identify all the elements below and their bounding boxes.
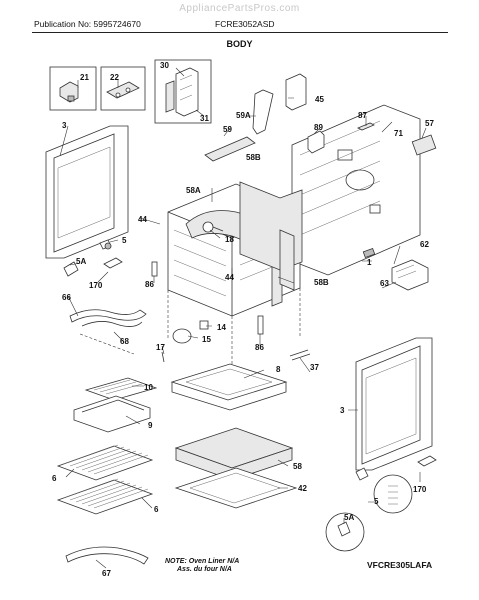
part-17-wire[interactable] — [161, 351, 165, 363]
part-box-21[interactable] — [49, 66, 97, 111]
header-rule — [32, 32, 448, 33]
part-57-label[interactable] — [411, 134, 437, 156]
callout-3-top[interactable]: 3 — [62, 121, 67, 130]
part-14-15-oven-light[interactable] — [172, 320, 209, 344]
callout-87[interactable]: 87 — [358, 111, 367, 120]
callout-86-left[interactable]: 86 — [145, 280, 154, 289]
callout-22[interactable]: 22 — [110, 73, 119, 82]
diagram-code: VFCRE305LAFA — [367, 560, 433, 570]
callout-30[interactable]: 30 — [160, 61, 169, 70]
callout-37[interactable]: 37 — [310, 363, 319, 372]
callout-86-right[interactable]: 86 — [255, 343, 264, 352]
part-6-oven-rack-upper[interactable] — [56, 444, 154, 481]
callout-68[interactable]: 68 — [120, 337, 129, 346]
part-8-storage-drawer-tray[interactable] — [170, 363, 288, 411]
leader-lines — [59, 67, 427, 569]
callout-5-bottom[interactable]: 5 — [374, 497, 379, 506]
callout-66[interactable]: 66 — [62, 293, 71, 302]
callout-5A-bottom[interactable]: 5A — [344, 513, 354, 522]
callout-58B-top[interactable]: 58B — [246, 153, 261, 162]
publication-number: Publication No: 5995724670 — [34, 19, 141, 29]
part-6-oven-rack-lower[interactable] — [56, 478, 154, 515]
part-89-bracket[interactable] — [307, 130, 325, 154]
callout-62[interactable]: 62 — [420, 240, 429, 249]
callout-17[interactable]: 17 — [156, 343, 165, 352]
callout-3-right[interactable]: 3 — [340, 406, 345, 415]
part-86-left[interactable] — [151, 261, 158, 277]
callout-21[interactable]: 21 — [80, 73, 89, 82]
callout-9[interactable]: 9 — [148, 421, 153, 430]
part-42-oven-bottom[interactable] — [174, 467, 298, 509]
model-number: FCRE3052ASD — [215, 19, 275, 29]
callout-31[interactable]: 31 — [200, 114, 209, 123]
callout-5-top[interactable]: 5 — [122, 236, 127, 245]
callout-58[interactable]: 58 — [293, 462, 302, 471]
callout-170-top[interactable]: 170 — [89, 281, 103, 290]
part-59A-spacer[interactable] — [252, 89, 274, 135]
part-box-22[interactable] — [100, 66, 146, 111]
part-71-rear-panel[interactable] — [291, 104, 421, 276]
callout-59A[interactable]: 59A — [236, 111, 251, 120]
part-66-bake-element[interactable] — [69, 309, 147, 355]
part-5A-170-hinge-top[interactable] — [63, 257, 123, 277]
watermark: AppliancePartsPros.com — [179, 3, 300, 14]
callout-6-lower[interactable]: 6 — [154, 505, 159, 514]
callout-10[interactable]: 10 — [144, 383, 153, 392]
callout-1[interactable]: 1 — [367, 258, 372, 267]
callout-18[interactable]: 18 — [225, 235, 234, 244]
callout-63[interactable]: 63 — [380, 279, 389, 288]
part-59-trim[interactable] — [204, 136, 256, 162]
callout-71[interactable]: 71 — [394, 129, 403, 138]
part-67-broil-element[interactable] — [65, 546, 149, 565]
part-3-door-top[interactable] — [45, 125, 129, 259]
callout-42[interactable]: 42 — [298, 484, 307, 493]
part-62-terminal-block[interactable] — [362, 247, 429, 291]
part-box-30-31[interactable] — [154, 59, 212, 124]
part-58B-insulation-side[interactable] — [279, 229, 295, 291]
part-5-5A-hinge-bottom[interactable] — [325, 455, 437, 552]
section-title: BODY — [226, 39, 253, 49]
callout-45[interactable]: 45 — [315, 95, 324, 104]
part-3-door-right[interactable] — [355, 337, 433, 471]
part-86-right[interactable] — [257, 315, 264, 335]
part-18-oven-sensor[interactable] — [202, 221, 224, 233]
part-37-wire[interactable] — [289, 349, 311, 361]
callout-44-center[interactable]: 44 — [225, 273, 234, 282]
part-9-broiler-pan[interactable] — [73, 395, 151, 433]
note-oven-liner: NOTE: Oven Liner N/A — [165, 558, 240, 565]
callout-8[interactable]: 8 — [276, 365, 281, 374]
callout-58A[interactable]: 58A — [186, 186, 201, 195]
callout-58B-side[interactable]: 58B — [314, 278, 329, 287]
callout-59[interactable]: 59 — [223, 125, 232, 134]
part-45-bracket[interactable] — [285, 73, 307, 111]
callout-67[interactable]: 67 — [102, 569, 111, 578]
callout-57[interactable]: 57 — [425, 119, 434, 128]
callout-44-left[interactable]: 44 — [138, 215, 147, 224]
note-oven-liner-fr: Ass. du four N/A — [177, 566, 232, 573]
callout-5A-top[interactable]: 5A — [76, 257, 86, 266]
callout-170-bottom[interactable]: 170 — [413, 485, 427, 494]
callout-15[interactable]: 15 — [202, 335, 211, 344]
callout-89[interactable]: 89 — [314, 123, 323, 132]
part-10-broiler-pan-insert[interactable] — [84, 377, 158, 401]
part-5-hinge-top[interactable] — [99, 239, 112, 250]
callout-6-upper[interactable]: 6 — [52, 474, 57, 483]
callout-14[interactable]: 14 — [217, 323, 226, 332]
